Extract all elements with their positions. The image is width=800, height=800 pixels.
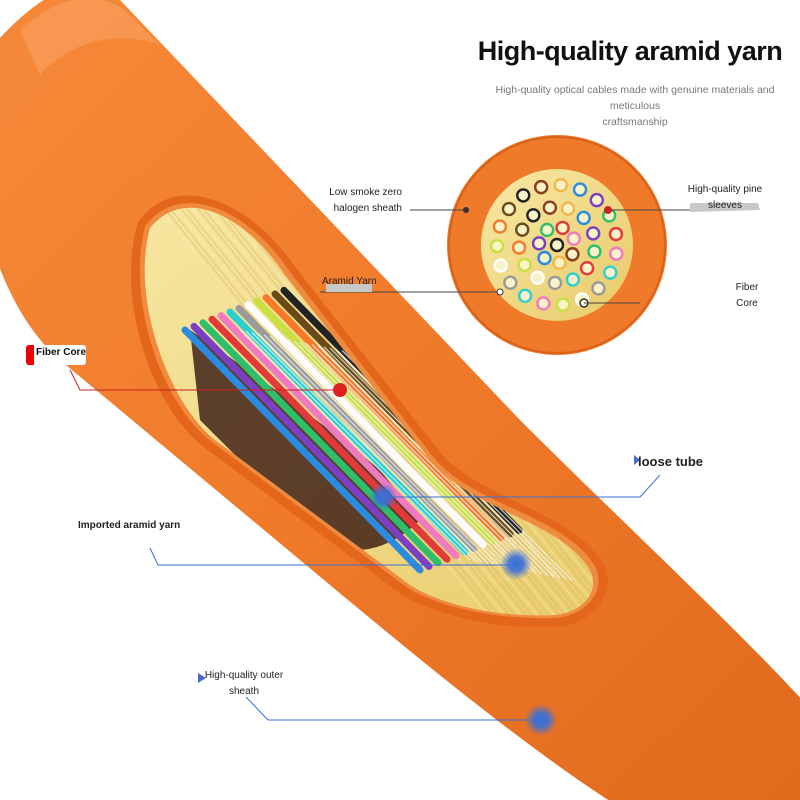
fiber-strand <box>275 336 507 568</box>
fiber-strand <box>311 343 543 575</box>
fiber-tube-ring <box>565 247 580 262</box>
fiber-tube-ring <box>566 231 582 246</box>
fiber-tube-ring <box>603 265 618 280</box>
fiber-tube-ring <box>516 188 531 203</box>
fiber-tube-ring <box>515 222 530 237</box>
fiber-strand <box>287 339 519 571</box>
fiber-strand <box>299 341 531 573</box>
fiber-tube-ring <box>533 179 549 195</box>
fiber-tube-ring <box>511 240 527 255</box>
fiber-tube-ring <box>609 246 624 261</box>
label-imported-aramid: Imported aramid yarn <box>78 520 181 531</box>
fiber-strand <box>239 329 471 561</box>
fiber-tube-ring <box>539 222 555 238</box>
label-loose-tube: loose tube <box>638 454 704 469</box>
fiber-strand <box>245 330 477 562</box>
fiber-tube-ring <box>572 182 588 197</box>
fiber-tube-ring <box>555 220 570 236</box>
fiber-tube-ring <box>492 219 508 234</box>
fiber-tubes-cross-section <box>489 177 624 312</box>
fiber-tube-ring <box>576 210 591 226</box>
fiber-strand <box>293 340 525 572</box>
fiber-tube-ring <box>547 275 563 291</box>
loose-tube <box>190 322 433 570</box>
label-fiber-core: Fiber Core <box>26 345 86 365</box>
label-sheath: Low smoke zero halogen sheath <box>329 187 402 214</box>
aramid-marker <box>500 548 532 580</box>
outer-sheath-marker <box>525 704 557 736</box>
fiber-tube-ring <box>579 260 595 276</box>
loose-tube <box>262 294 505 542</box>
fiber-strand <box>263 334 495 566</box>
cross-section <box>447 135 667 355</box>
page-subtitle: High-quality optical cables made with ge… <box>495 84 775 128</box>
loose-tube <box>217 312 460 560</box>
fiber-tube-ring <box>608 226 624 242</box>
fiber-strand <box>257 333 489 565</box>
label-aramid-yarn: Aramid Yarn <box>322 276 377 287</box>
fiber-tube-ring <box>501 201 517 217</box>
fiber-tube-ring <box>542 200 558 215</box>
yarn-fiber <box>144 207 552 616</box>
fiber-tube-ring <box>526 208 541 223</box>
page-title: High-quality aramid yarn <box>477 36 783 66</box>
fiber-tube-ring <box>591 281 606 296</box>
fiber-tube-ring <box>560 201 576 216</box>
loose-tube-marker <box>369 483 397 511</box>
label-sleeves: High-quality pine sleeves <box>687 184 763 211</box>
label-outer-sheath: High-quality outer sheath <box>204 670 284 697</box>
loose-tube <box>208 315 451 563</box>
fiber-tube-ring <box>493 258 508 273</box>
yarn-fiber <box>169 207 590 616</box>
fiber-tube-ring <box>553 177 569 193</box>
leader-lines <box>69 203 760 721</box>
fiber-tube-ring <box>537 250 552 266</box>
fiber-strand <box>305 342 537 574</box>
fiber-tube-ring <box>555 297 571 312</box>
fiber-strand <box>251 331 483 563</box>
fiber-tube-ring <box>536 296 551 311</box>
fiber-strand <box>281 337 513 569</box>
fiber-tube-ring <box>549 237 565 253</box>
loose-tube <box>199 319 442 567</box>
fiber-tube-ring <box>585 226 601 241</box>
fiber-tube-ring <box>489 238 505 254</box>
fiber-core-marker <box>333 383 347 397</box>
fiber-tube-ring <box>530 270 545 285</box>
fiber-tube-ring <box>552 255 567 271</box>
fiber-tube-ring <box>589 192 604 208</box>
fiber-tube-ring <box>517 288 533 304</box>
fiber-tube-ring <box>565 272 581 287</box>
fiber-tube-ring <box>503 275 518 290</box>
label-fiber-core-cross: Fiber Core <box>735 282 759 309</box>
fiber-strand <box>269 335 501 567</box>
fiber-tube-ring <box>531 236 547 251</box>
fiber-tube-ring <box>587 244 602 259</box>
fiber-tube-ring <box>517 257 532 273</box>
loose-tube <box>181 326 424 574</box>
